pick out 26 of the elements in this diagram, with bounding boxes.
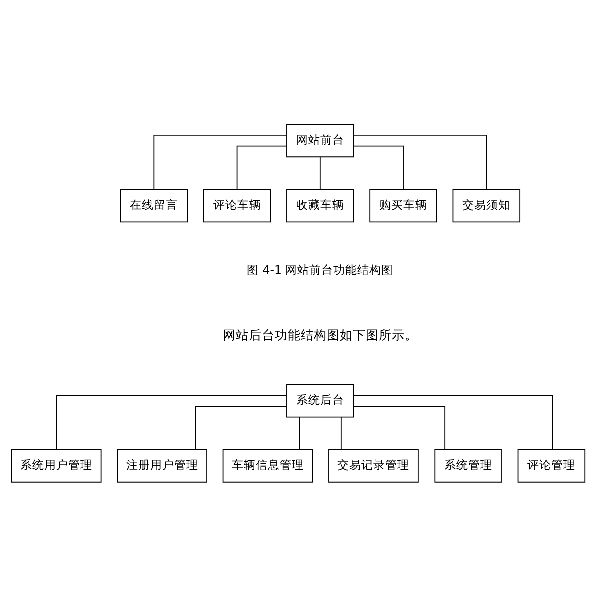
node-box: 在线留言 — [120, 189, 188, 223]
connector — [354, 406, 446, 450]
connector — [56, 395, 288, 450]
label: 网站后台功能结构图如下图所示。 — [222, 327, 418, 342]
connector — [320, 156, 321, 190]
connector — [354, 146, 404, 190]
node-box: 车辆信息管理 — [222, 449, 314, 483]
node-box: 网站前台 — [286, 124, 354, 158]
node-box: 收藏车辆 — [286, 189, 354, 223]
connector — [195, 406, 288, 450]
node-box: 注册用户管理 — [117, 449, 208, 483]
connector — [236, 146, 288, 190]
node-box: 购买车辆 — [370, 189, 438, 223]
node-box: 系统管理 — [434, 449, 502, 483]
node-box: 评论管理 — [518, 449, 586, 483]
node-box: 评论车辆 — [203, 189, 272, 223]
connector — [340, 417, 342, 450]
node-box: 系统用户管理 — [11, 449, 102, 483]
connector — [354, 135, 488, 190]
label: 图 4-1 网站前台功能结构图 — [247, 263, 394, 278]
connector — [353, 395, 554, 450]
node-box: 系统后台 — [286, 384, 354, 418]
node-box: 交易记录管理 — [328, 449, 419, 483]
node-box: 交易须知 — [452, 189, 521, 223]
connector — [154, 135, 288, 190]
connector — [299, 417, 300, 450]
